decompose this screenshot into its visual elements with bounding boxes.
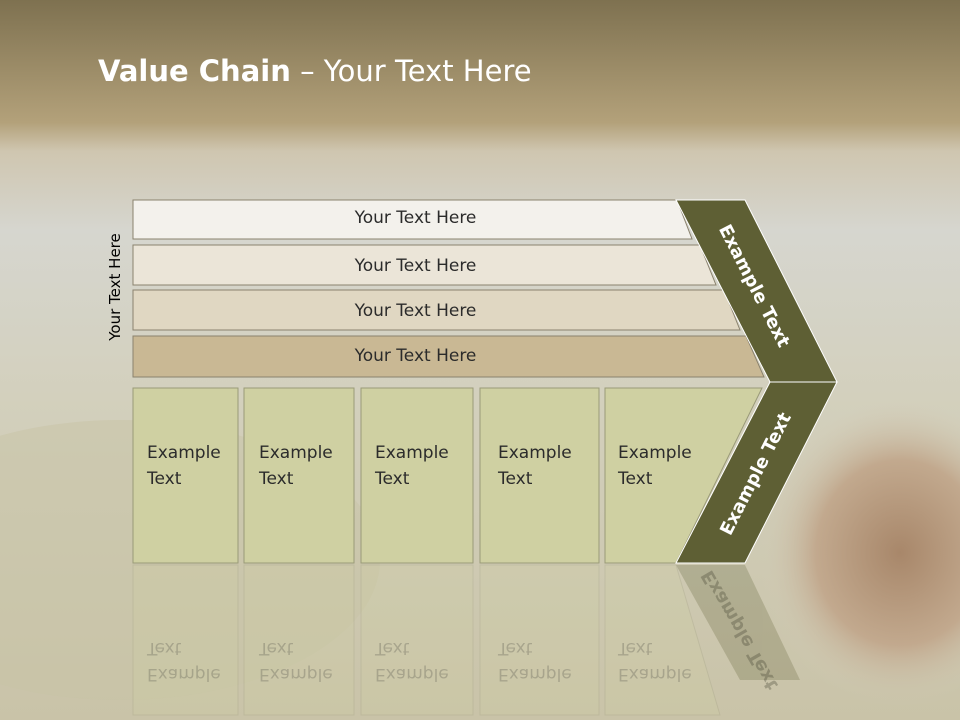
cell-reflection-1: Example Text (147, 638, 221, 684)
row-label-2: Your Text Here (354, 256, 477, 276)
cell-text-2: Example Text (259, 443, 333, 489)
cell-reflection-3: Example Text (375, 638, 449, 684)
chevron-bottom (675, 381, 838, 564)
cell-reflection-box-1 (132, 564, 239, 716)
cell-text-4: Example Text (498, 443, 572, 489)
title-rest: – Your Text Here (290, 54, 532, 88)
row-band-4 (132, 335, 765, 378)
chevron-reflection (676, 565, 800, 680)
cell-reflection-4: Example Text (498, 638, 572, 684)
row-label-3: Your Text Here (354, 301, 477, 321)
row-band-1 (132, 199, 693, 240)
row-band-3 (132, 289, 741, 331)
cell-reflection-5: Example Text (618, 638, 692, 684)
cell-reflection-box-2 (243, 564, 355, 716)
slide-title: Value Chain – Your Text Here (98, 54, 532, 88)
cell-text-3: Example Text (375, 443, 449, 489)
cell-reflection-2: Example Text (259, 638, 333, 684)
row-label-1: Your Text Here (354, 208, 477, 228)
cell-reflection-box-5 (604, 564, 721, 716)
cell-box-4 (479, 387, 600, 564)
cell-box-1 (132, 387, 239, 564)
cell-text-1: Example Text (147, 443, 221, 489)
cell-box-2 (243, 387, 355, 564)
cell-text-5: Example Text (618, 443, 692, 489)
cell-reflection-box-4 (479, 564, 600, 716)
title-bold: Value Chain (98, 54, 291, 88)
cell-reflection-box-3 (360, 564, 474, 716)
row-label-4: Your Text Here (354, 346, 477, 366)
cell-box-3 (360, 387, 474, 564)
row-band-2 (132, 244, 717, 286)
